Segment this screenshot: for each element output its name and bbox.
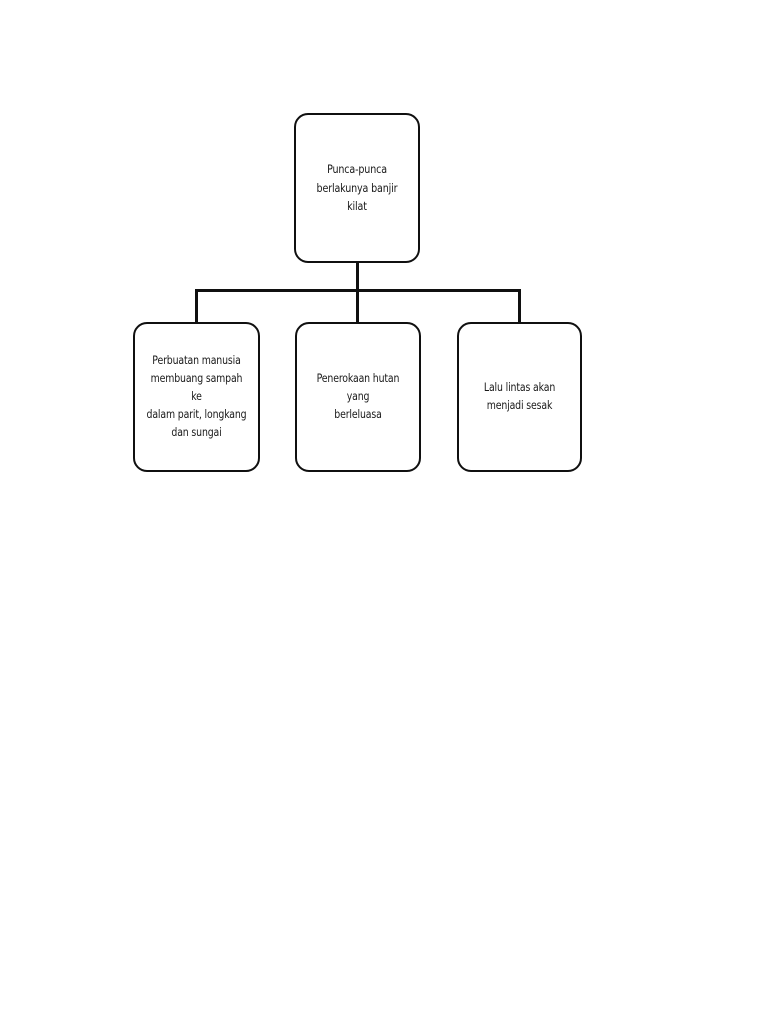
node-child-0-label: Perbuatan manusia membuang sampah ke dal… [146, 353, 247, 440]
connector-root-stem [355, 262, 359, 322]
node-child-2-label: Lalu lintas akan menjadi sesak [483, 380, 556, 412]
node-child-lalu-lintas[interactable]: Lalu lintas akan menjadi sesak [457, 322, 582, 472]
connector-drop-left [195, 289, 198, 322]
node-root[interactable]: Punca-punca berlakunya banjir kilat [294, 113, 420, 263]
connector-drop-right [518, 289, 521, 322]
connector-horizontal-bus [195, 289, 521, 292]
node-child-1-label: Penerokaan hutan yang berleluasa [316, 371, 400, 422]
node-child-perbuatan-manusia[interactable]: Perbuatan manusia membuang sampah ke dal… [133, 322, 260, 472]
node-root-label: Punca-punca berlakunya banjir kilat [316, 162, 398, 214]
node-child-penerokaan-hutan[interactable]: Penerokaan hutan yang berleluasa [295, 322, 421, 472]
